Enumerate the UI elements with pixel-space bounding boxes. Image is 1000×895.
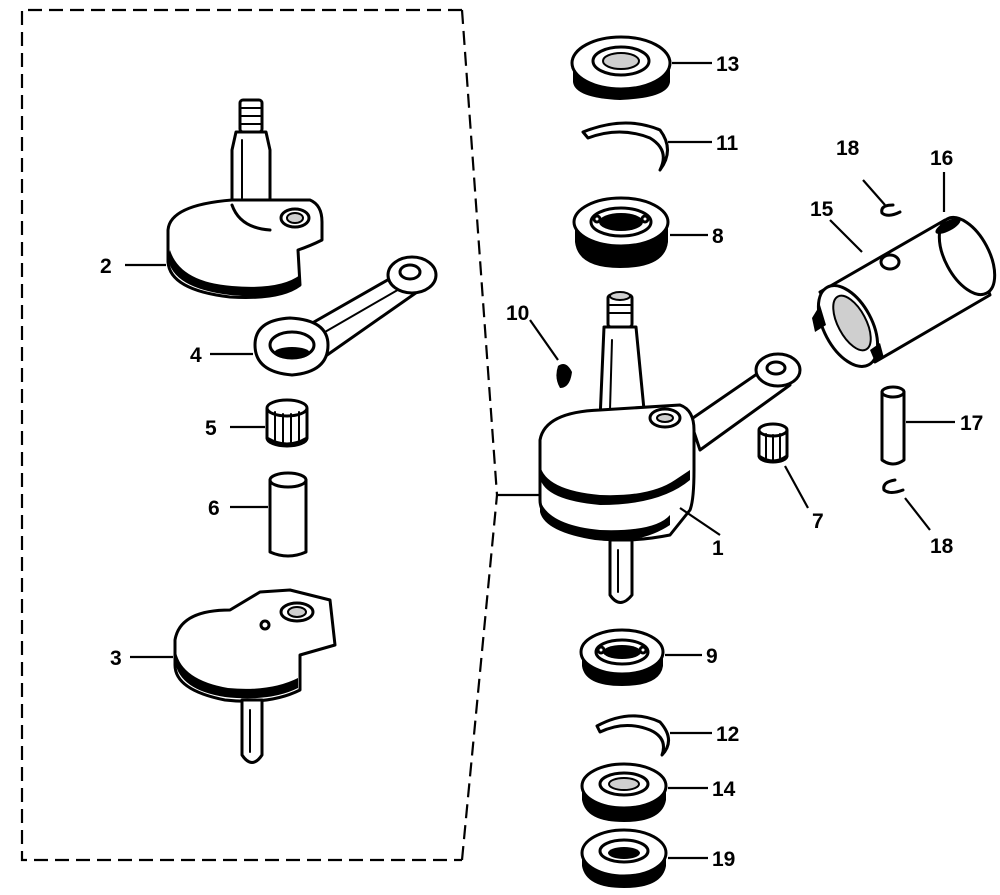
callout-18-lower: 18	[930, 535, 954, 558]
callout-18-upper: 18	[836, 137, 860, 160]
seal-bottom-illustration	[580, 828, 668, 888]
ball-bearing-upper-illustration	[572, 196, 670, 268]
seal-top-illustration	[570, 35, 672, 100]
woodruff-key-illustration	[556, 364, 572, 388]
callout-16: 16	[930, 147, 953, 170]
retaining-ring-lower-illustration	[595, 714, 670, 757]
callout-19: 19	[712, 848, 735, 871]
ball-bearing-lower-illustration	[579, 628, 665, 686]
seal-lower-illustration	[580, 762, 668, 822]
callout-2: 2	[100, 255, 112, 278]
callout-labels: 1 2 3 4 5 6 7 8 9 10 11 12 13 14 15 16 1…	[100, 53, 983, 871]
crankshaft-assembly-illustration	[538, 291, 802, 604]
needle-bearing-rod-illustration	[757, 422, 789, 464]
retaining-ring-top-illustration	[581, 121, 669, 172]
callout-8: 8	[712, 225, 724, 248]
callout-9: 9	[706, 645, 718, 668]
detail-enclosure	[20, 8, 540, 862]
crank-pin-illustration	[268, 471, 308, 558]
callout-11: 11	[716, 132, 739, 155]
callout-12: 12	[716, 723, 739, 746]
lower-crank-half-illustration	[173, 588, 337, 764]
callout-7: 7	[812, 510, 824, 533]
callout-14: 14	[712, 778, 736, 801]
connecting-rod-illustration	[253, 255, 438, 377]
callout-6: 6	[208, 497, 220, 520]
piston-illustration	[812, 216, 997, 368]
needle-bearing-small-illustration	[265, 398, 309, 448]
leader-lines	[125, 61, 955, 860]
upper-crank-half-illustration	[166, 98, 324, 299]
callout-15: 15	[810, 198, 834, 221]
callout-4: 4	[190, 344, 202, 367]
piston-pin-illustration	[880, 385, 906, 466]
callout-3: 3	[110, 647, 122, 670]
callout-5: 5	[205, 417, 217, 440]
callout-17: 17	[960, 412, 983, 435]
piston-pin-clip-upper-illustration	[880, 203, 902, 217]
callout-10: 10	[506, 302, 529, 325]
callout-13: 13	[716, 53, 739, 76]
callout-1: 1	[712, 537, 724, 560]
piston-pin-clip-lower-illustration	[882, 478, 905, 494]
